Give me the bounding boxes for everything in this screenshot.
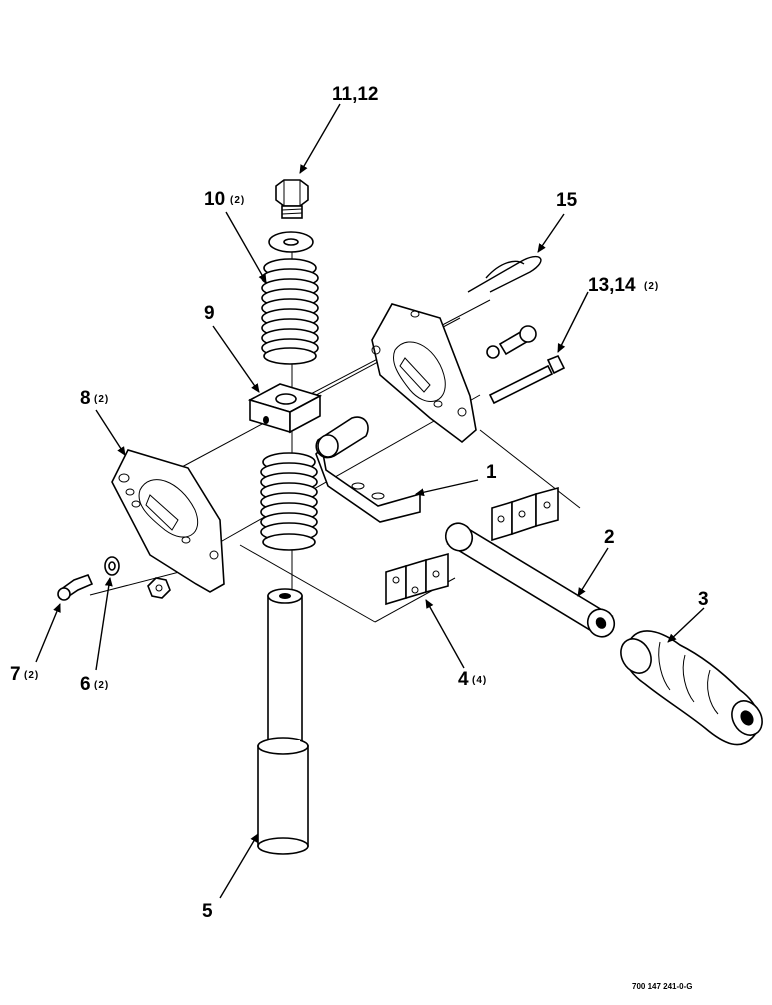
tube-part xyxy=(444,522,616,638)
callout-5: 5 xyxy=(202,901,213,922)
callout-number: 5 xyxy=(202,901,213,922)
callout-6: 6 (2) xyxy=(80,674,109,695)
callout-number: 4 xyxy=(458,669,469,690)
callout-number: 11,12 xyxy=(332,84,379,105)
left-mounting-plate-part xyxy=(111,449,225,593)
square-block-part xyxy=(247,383,323,434)
callout-quantity: (2) xyxy=(94,680,109,691)
callout-15: 15 xyxy=(556,190,578,211)
right-carriage-bolt-part xyxy=(486,325,537,359)
figure-id: 700 147 241-0-G xyxy=(632,982,693,991)
callout-quantity: (2) xyxy=(230,195,245,206)
callout-quantity: (2) xyxy=(644,281,659,292)
left-carriage-bolt-part xyxy=(57,573,94,601)
post-part xyxy=(257,588,309,855)
callout-number: 10 xyxy=(204,189,225,210)
leader-lines xyxy=(35,103,705,899)
hex-nut-part xyxy=(147,577,171,599)
upper-spring-part xyxy=(261,258,319,365)
hitch-pin-part xyxy=(467,256,542,293)
callout-quantity: (4) xyxy=(472,675,487,686)
callout-11-12: 11,12 xyxy=(332,84,379,105)
callout-number: 13,14 xyxy=(588,275,636,296)
callout-13-14: 13,14 (2) xyxy=(588,275,659,296)
callout-10: 10 (2) xyxy=(204,189,245,210)
callout-number: 8 xyxy=(80,388,91,409)
callout-number: 3 xyxy=(698,589,709,610)
callout-number: 7 xyxy=(10,664,21,685)
callout-number: 15 xyxy=(556,190,578,211)
right-mounting-plate-part xyxy=(371,303,477,444)
callout-number: 1 xyxy=(486,462,497,483)
hex-bolt-part xyxy=(275,179,309,219)
callout-3: 3 xyxy=(698,589,709,610)
callout-7: 7 (2) xyxy=(10,664,39,685)
callout-quantity: (2) xyxy=(94,394,109,405)
callout-2: 2 xyxy=(604,527,615,548)
callout-8: 8 (2) xyxy=(80,388,109,409)
lower-spring-part xyxy=(260,452,318,551)
callout-quantity: (2) xyxy=(24,670,39,681)
spacer-plates-part xyxy=(385,486,559,606)
bracket-part xyxy=(315,416,421,523)
flat-washer-part xyxy=(268,231,314,253)
callout-number: 2 xyxy=(604,527,615,548)
callout-9: 9 xyxy=(204,303,215,324)
long-bolt-part xyxy=(488,354,566,405)
callout-4: 4 (4) xyxy=(458,669,487,690)
lock-washer-part xyxy=(104,556,120,576)
handle-grip-part xyxy=(620,630,763,746)
callout-number: 6 xyxy=(80,674,91,695)
callout-1: 1 xyxy=(486,462,497,483)
callout-number: 9 xyxy=(204,303,215,324)
